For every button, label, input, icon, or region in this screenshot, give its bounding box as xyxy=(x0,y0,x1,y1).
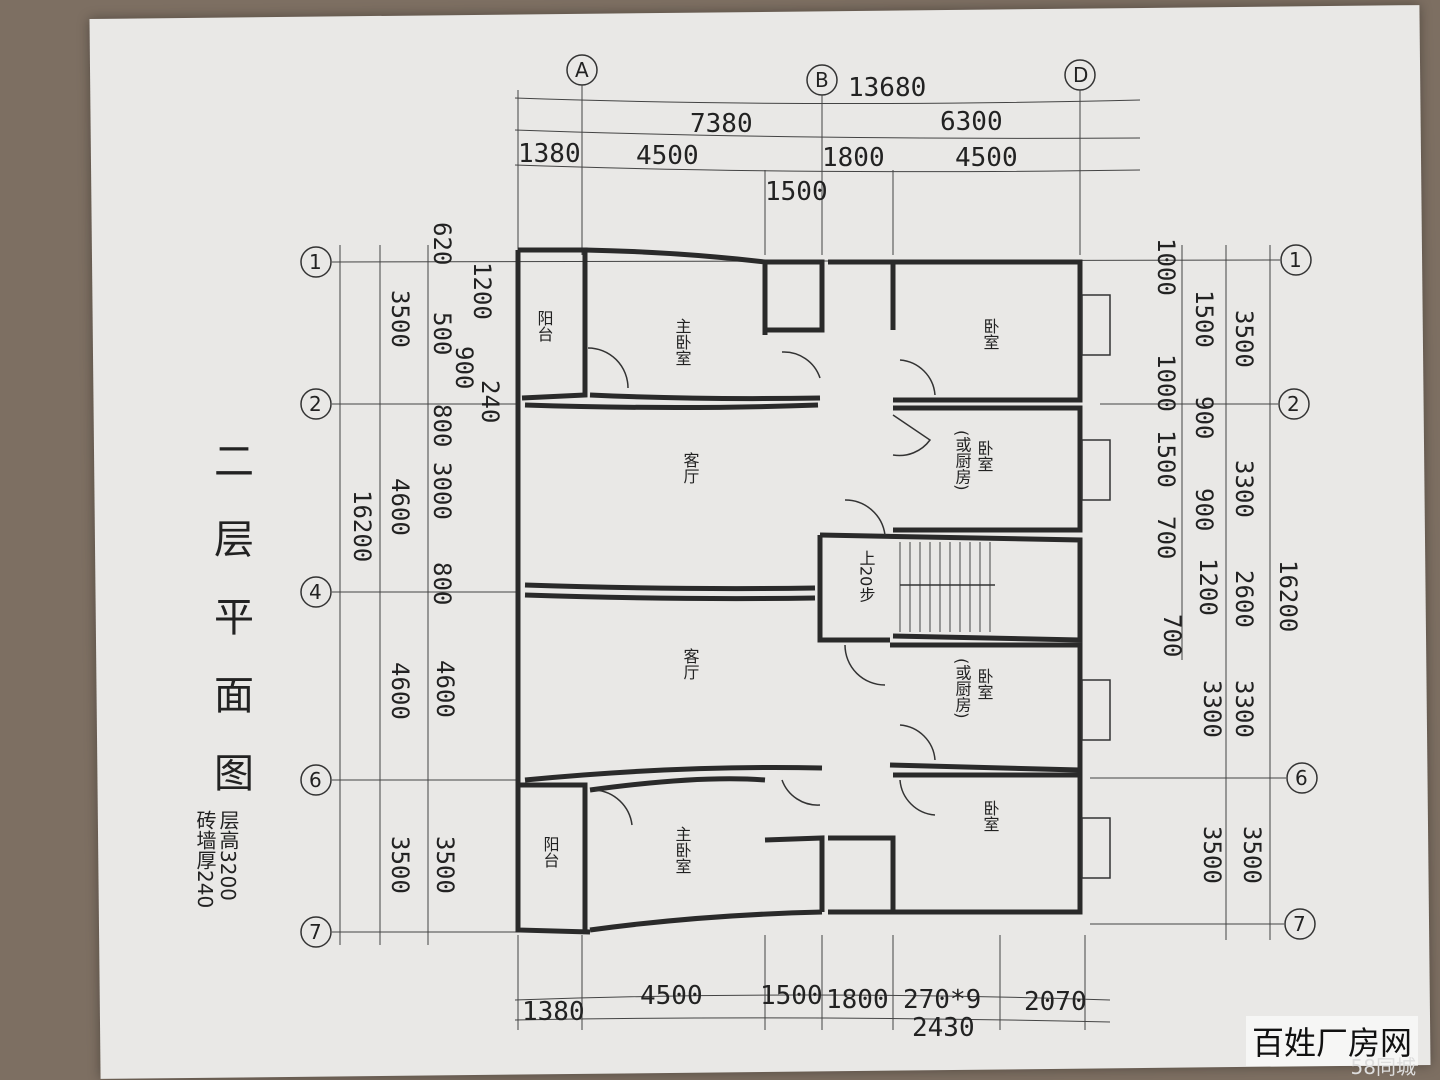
dim-left-800a: 800 xyxy=(428,404,456,447)
dim-top-4500a: 4500 xyxy=(636,141,699,171)
room-labels: 阳台 主卧室 卧室 客厅 卧室 (或厨房) 上20步 客厅 卧室 (或厨房) 卧… xyxy=(535,310,1000,874)
dim-top-6300: 6300 xyxy=(940,107,1003,137)
dim-bottom-270x9: 270*9 xyxy=(903,985,981,1015)
dim-left-500: 500 xyxy=(428,312,456,355)
row-axis-1-left: 1 xyxy=(309,250,322,274)
dim-left-overall: 16200 xyxy=(348,490,376,562)
row-axis-2-right: 2 xyxy=(1287,392,1300,416)
room-bedroom-kitchen-b: 卧室 xyxy=(975,668,994,700)
dim-right-900a: 900 xyxy=(1190,396,1218,439)
dim-right-3500b: 3500 xyxy=(1238,826,1266,884)
dim-top-4500b: 4500 xyxy=(955,143,1018,173)
watermark-badge: 58同城 xyxy=(1350,1055,1416,1079)
row-axis-7-left: 7 xyxy=(309,920,322,944)
site-watermark: 百姓厂房网 xyxy=(1245,1016,1418,1066)
note-wall-thickness: 砖墙厚240 xyxy=(193,810,217,909)
dim-right-1000a: 1000 xyxy=(1152,238,1180,296)
note-floor-height: 层高3200 xyxy=(216,810,240,901)
dim-left-620: 620 xyxy=(428,222,456,265)
row-axis-1-right: 1 xyxy=(1289,248,1302,272)
room-bedroom-kitchen-a-alt: (或厨房) xyxy=(953,430,972,490)
dim-right-1500b: 1500 xyxy=(1152,430,1180,488)
room-bedroom-top: 卧室 xyxy=(981,318,1000,350)
row-axis-4-left: 4 xyxy=(309,580,322,604)
left-dimension-texts: 16200 3500 4600 4600 3500 620 500 800 30… xyxy=(348,222,504,894)
row-axis-2-left: 2 xyxy=(309,392,322,416)
room-bedroom-bottom: 卧室 xyxy=(981,800,1000,832)
room-bedroom-kitchen-a: 卧室 xyxy=(975,440,994,472)
dim-left-3500a: 3500 xyxy=(386,290,414,348)
dim-left-800b: 800 xyxy=(428,562,456,605)
row-axis-7-right: 7 xyxy=(1293,912,1306,936)
dim-right-900b: 900 xyxy=(1190,488,1218,531)
dim-top-1800: 1800 xyxy=(822,143,885,173)
dim-bottom-2430: 2430 xyxy=(912,1013,975,1043)
dim-bottom-1500: 1500 xyxy=(760,981,823,1011)
axis-label-b: B xyxy=(815,68,829,92)
room-living-top: 客厅 xyxy=(681,452,700,484)
room-master-bottom: 主卧室 xyxy=(673,826,692,874)
dim-bottom-4500: 4500 xyxy=(640,981,703,1011)
dim-left-4600b: 4600 xyxy=(386,662,414,720)
room-bedroom-kitchen-b-alt: (或厨房) xyxy=(953,658,972,718)
dim-top-1380: 1380 xyxy=(518,139,581,169)
door-swings xyxy=(587,347,936,826)
bottom-dimension-lines xyxy=(514,935,1111,1030)
dim-right-1500a: 1500 xyxy=(1190,290,1218,348)
dim-top-overall: 13680 xyxy=(848,73,926,103)
row-axis-6-left: 6 xyxy=(309,768,322,792)
dim-top-1500: 1500 xyxy=(765,177,828,207)
room-living-bottom: 客厅 xyxy=(681,648,700,680)
stair-label: 上20步 xyxy=(857,550,876,602)
dim-left-1200: 1200 xyxy=(468,262,496,320)
dim-left-4600c: 4600 xyxy=(431,660,459,718)
dim-right-700a: 700 xyxy=(1152,516,1180,559)
dim-left-3500c: 3500 xyxy=(431,836,459,894)
dim-right-1000b: 1000 xyxy=(1152,354,1180,412)
right-dimension-texts: 16200 3500 3300 2600 3300 3500 1500 900 … xyxy=(1152,238,1302,884)
dim-top-7380: 7380 xyxy=(690,109,753,139)
dim-bottom-1380: 1380 xyxy=(522,997,585,1027)
dim-right-1200: 1200 xyxy=(1194,558,1222,616)
axis-label-d: D xyxy=(1073,63,1088,87)
dim-bottom-1800: 1800 xyxy=(826,985,889,1015)
stair-treads xyxy=(899,542,995,632)
axis-bubbles-top: A B D xyxy=(566,54,1096,96)
dim-left-240: 240 xyxy=(476,380,504,423)
dim-left-3500b: 3500 xyxy=(386,836,414,894)
dim-right-3300a: 3300 xyxy=(1230,460,1258,518)
plan-title: 二层平面图 xyxy=(207,440,253,830)
dim-left-3000: 3000 xyxy=(428,462,456,520)
room-master-top: 主卧室 xyxy=(673,318,692,366)
dim-right-3300b: 3300 xyxy=(1230,680,1258,738)
dim-right-3500c: 3500 xyxy=(1198,826,1226,884)
dim-right-3500a: 3500 xyxy=(1230,310,1258,368)
row-axis-6-right: 6 xyxy=(1295,766,1308,790)
top-dimension-lines xyxy=(514,85,1141,255)
dim-bottom-2070: 2070 xyxy=(1024,987,1087,1017)
right-windows xyxy=(1081,294,1111,879)
room-balcony-top: 阳台 xyxy=(535,310,554,342)
axis-label-a: A xyxy=(575,58,589,82)
dim-right-700b: 700 xyxy=(1158,614,1186,657)
room-balcony-bottom: 阳台 xyxy=(541,836,560,868)
dim-right-2600: 2600 xyxy=(1230,570,1258,628)
building-walls xyxy=(515,247,1083,935)
axis-bubbles-rows: 1 2 4 6 7 1 2 6 7 xyxy=(300,244,1318,948)
dim-left-900: 900 xyxy=(450,346,478,389)
dim-right-overall: 16200 xyxy=(1274,560,1302,632)
dim-left-4600a: 4600 xyxy=(386,478,414,536)
dim-right-3300c: 3300 xyxy=(1198,680,1226,738)
